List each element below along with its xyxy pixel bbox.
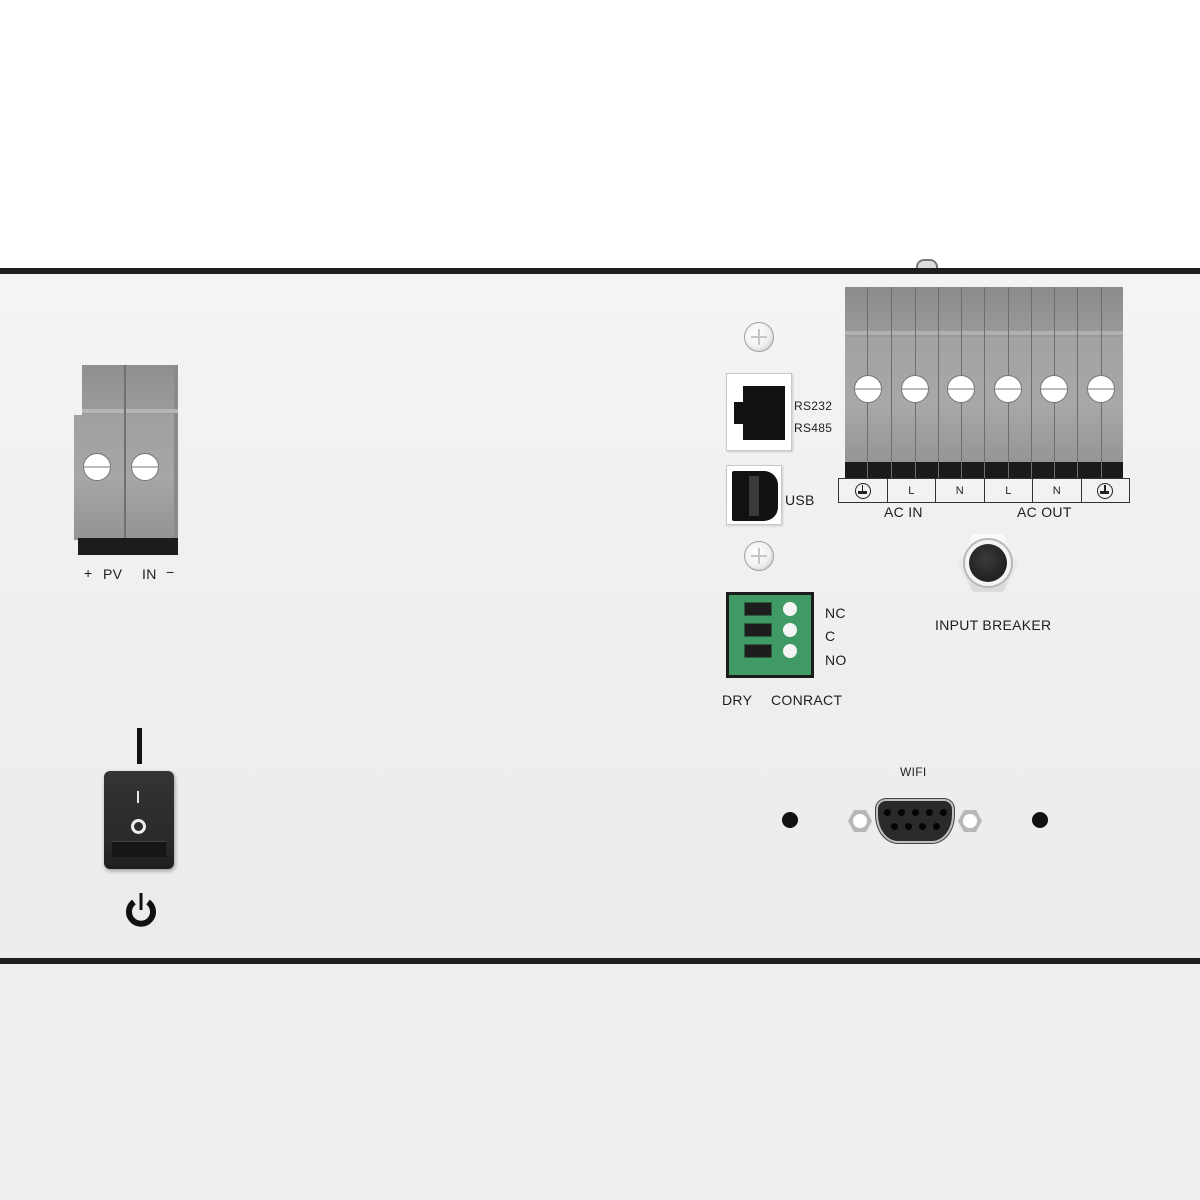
mounting-hole-left bbox=[782, 812, 798, 828]
dry-contact-nc-label: NC bbox=[825, 605, 846, 621]
screw-icon bbox=[744, 322, 774, 352]
ac-out-l-label: L bbox=[1005, 484, 1012, 497]
db9-pin bbox=[919, 823, 926, 830]
dry-contact-nc-slot[interactable] bbox=[744, 602, 772, 616]
ac-divider bbox=[938, 287, 939, 479]
ac-in-n-screw-hole[interactable] bbox=[947, 375, 975, 403]
wifi-label: WIFI bbox=[900, 765, 927, 779]
db9-pin bbox=[898, 809, 905, 816]
pv-input-terminal[interactable] bbox=[74, 365, 178, 555]
ac-out-label: AC OUT bbox=[1017, 504, 1072, 520]
ac-out-n-label: N bbox=[1052, 484, 1061, 497]
db9-pin bbox=[912, 809, 919, 816]
input-breaker-button[interactable] bbox=[969, 544, 1007, 582]
ac-terminal-block[interactable] bbox=[845, 287, 1123, 479]
dry-contact-no-screw bbox=[783, 644, 797, 658]
db9-pin bbox=[926, 809, 933, 816]
usb-tongue bbox=[749, 476, 759, 516]
rs485-label: RS485 bbox=[794, 421, 833, 435]
db9-standoff-left bbox=[848, 810, 872, 832]
dry-contact-c-label: C bbox=[825, 628, 836, 644]
rs232-rs485-port[interactable] bbox=[726, 373, 792, 451]
dry-contact-nc-screw bbox=[783, 602, 797, 616]
ac-legend-cell-ground-in bbox=[839, 479, 888, 502]
rocker-lower-lip bbox=[112, 841, 166, 857]
ac-legend-cell-ground-out bbox=[1082, 479, 1130, 502]
power-on-symbol-icon bbox=[137, 728, 142, 764]
usb-label: USB bbox=[785, 492, 815, 508]
ac-divider bbox=[984, 287, 985, 479]
wifi-db9-port[interactable] bbox=[876, 799, 954, 843]
dry-contact-terminal[interactable] bbox=[726, 592, 814, 678]
ac-out-ground-screw-hole[interactable] bbox=[1087, 375, 1115, 403]
power-standby-icon bbox=[126, 893, 156, 927]
pv-negative-screw-hole[interactable] bbox=[131, 453, 159, 481]
rj45-socket-icon bbox=[743, 386, 785, 440]
ac-in-l-label: L bbox=[908, 484, 915, 497]
dry-contact-no-label: NO bbox=[825, 652, 847, 668]
ac-legend-cell: L bbox=[985, 479, 1033, 502]
db9-pin bbox=[933, 823, 940, 830]
lower-casing bbox=[0, 964, 1200, 1200]
ground-icon bbox=[854, 482, 871, 499]
input-breaker-label: INPUT BREAKER bbox=[935, 617, 1052, 633]
db9-standoff-right bbox=[958, 810, 982, 832]
pv-positive-screw-hole[interactable] bbox=[83, 453, 111, 481]
screw-icon bbox=[744, 541, 774, 571]
contact-label: CONRACT bbox=[771, 692, 843, 708]
pv-in-label: IN bbox=[142, 566, 157, 582]
ac-legend-cell: N bbox=[1033, 479, 1082, 502]
ac-terminal-legend: L N L N bbox=[838, 478, 1130, 503]
pv-label: PV bbox=[103, 566, 123, 582]
ac-in-ground-screw-hole[interactable] bbox=[854, 375, 882, 403]
db9-pin bbox=[884, 809, 891, 816]
ac-out-l-screw-hole[interactable] bbox=[994, 375, 1022, 403]
ac-legend-cell: L bbox=[888, 479, 936, 502]
ac-in-label: AC IN bbox=[884, 504, 923, 520]
ground-icon bbox=[1097, 482, 1114, 499]
power-rocker-switch[interactable] bbox=[104, 771, 174, 869]
rj45-latch bbox=[734, 402, 746, 424]
db9-pin bbox=[891, 823, 898, 830]
dry-contact-c-screw bbox=[783, 623, 797, 637]
dry-contact-c-slot[interactable] bbox=[744, 623, 772, 637]
db9-pin bbox=[905, 823, 912, 830]
db9-pin bbox=[940, 809, 947, 816]
pv-terminal-stripe bbox=[82, 409, 178, 413]
ac-out-n-screw-hole[interactable] bbox=[1040, 375, 1068, 403]
top-antenna-knob bbox=[916, 259, 938, 269]
pv-plus-label: + bbox=[84, 565, 93, 581]
ac-divider bbox=[891, 287, 892, 479]
pv-terminal-cover bbox=[82, 365, 178, 415]
pv-minus-label: − bbox=[166, 564, 175, 580]
mounting-hole-right bbox=[1032, 812, 1048, 828]
ac-legend-cell: N bbox=[936, 479, 985, 502]
dry-contact-no-slot[interactable] bbox=[744, 644, 772, 658]
rocker-on-mark-icon bbox=[137, 791, 139, 803]
usb-port[interactable] bbox=[726, 465, 782, 525]
ac-in-n-label: N bbox=[955, 484, 964, 497]
rs232-label: RS232 bbox=[794, 399, 833, 413]
ac-divider bbox=[1077, 287, 1078, 479]
ac-divider bbox=[1031, 287, 1032, 479]
rocker-off-mark-icon bbox=[131, 819, 146, 834]
pv-terminal-divider bbox=[124, 365, 126, 555]
pv-terminal-base bbox=[78, 538, 178, 555]
dry-label: DRY bbox=[722, 692, 753, 708]
ac-in-l-screw-hole[interactable] bbox=[901, 375, 929, 403]
